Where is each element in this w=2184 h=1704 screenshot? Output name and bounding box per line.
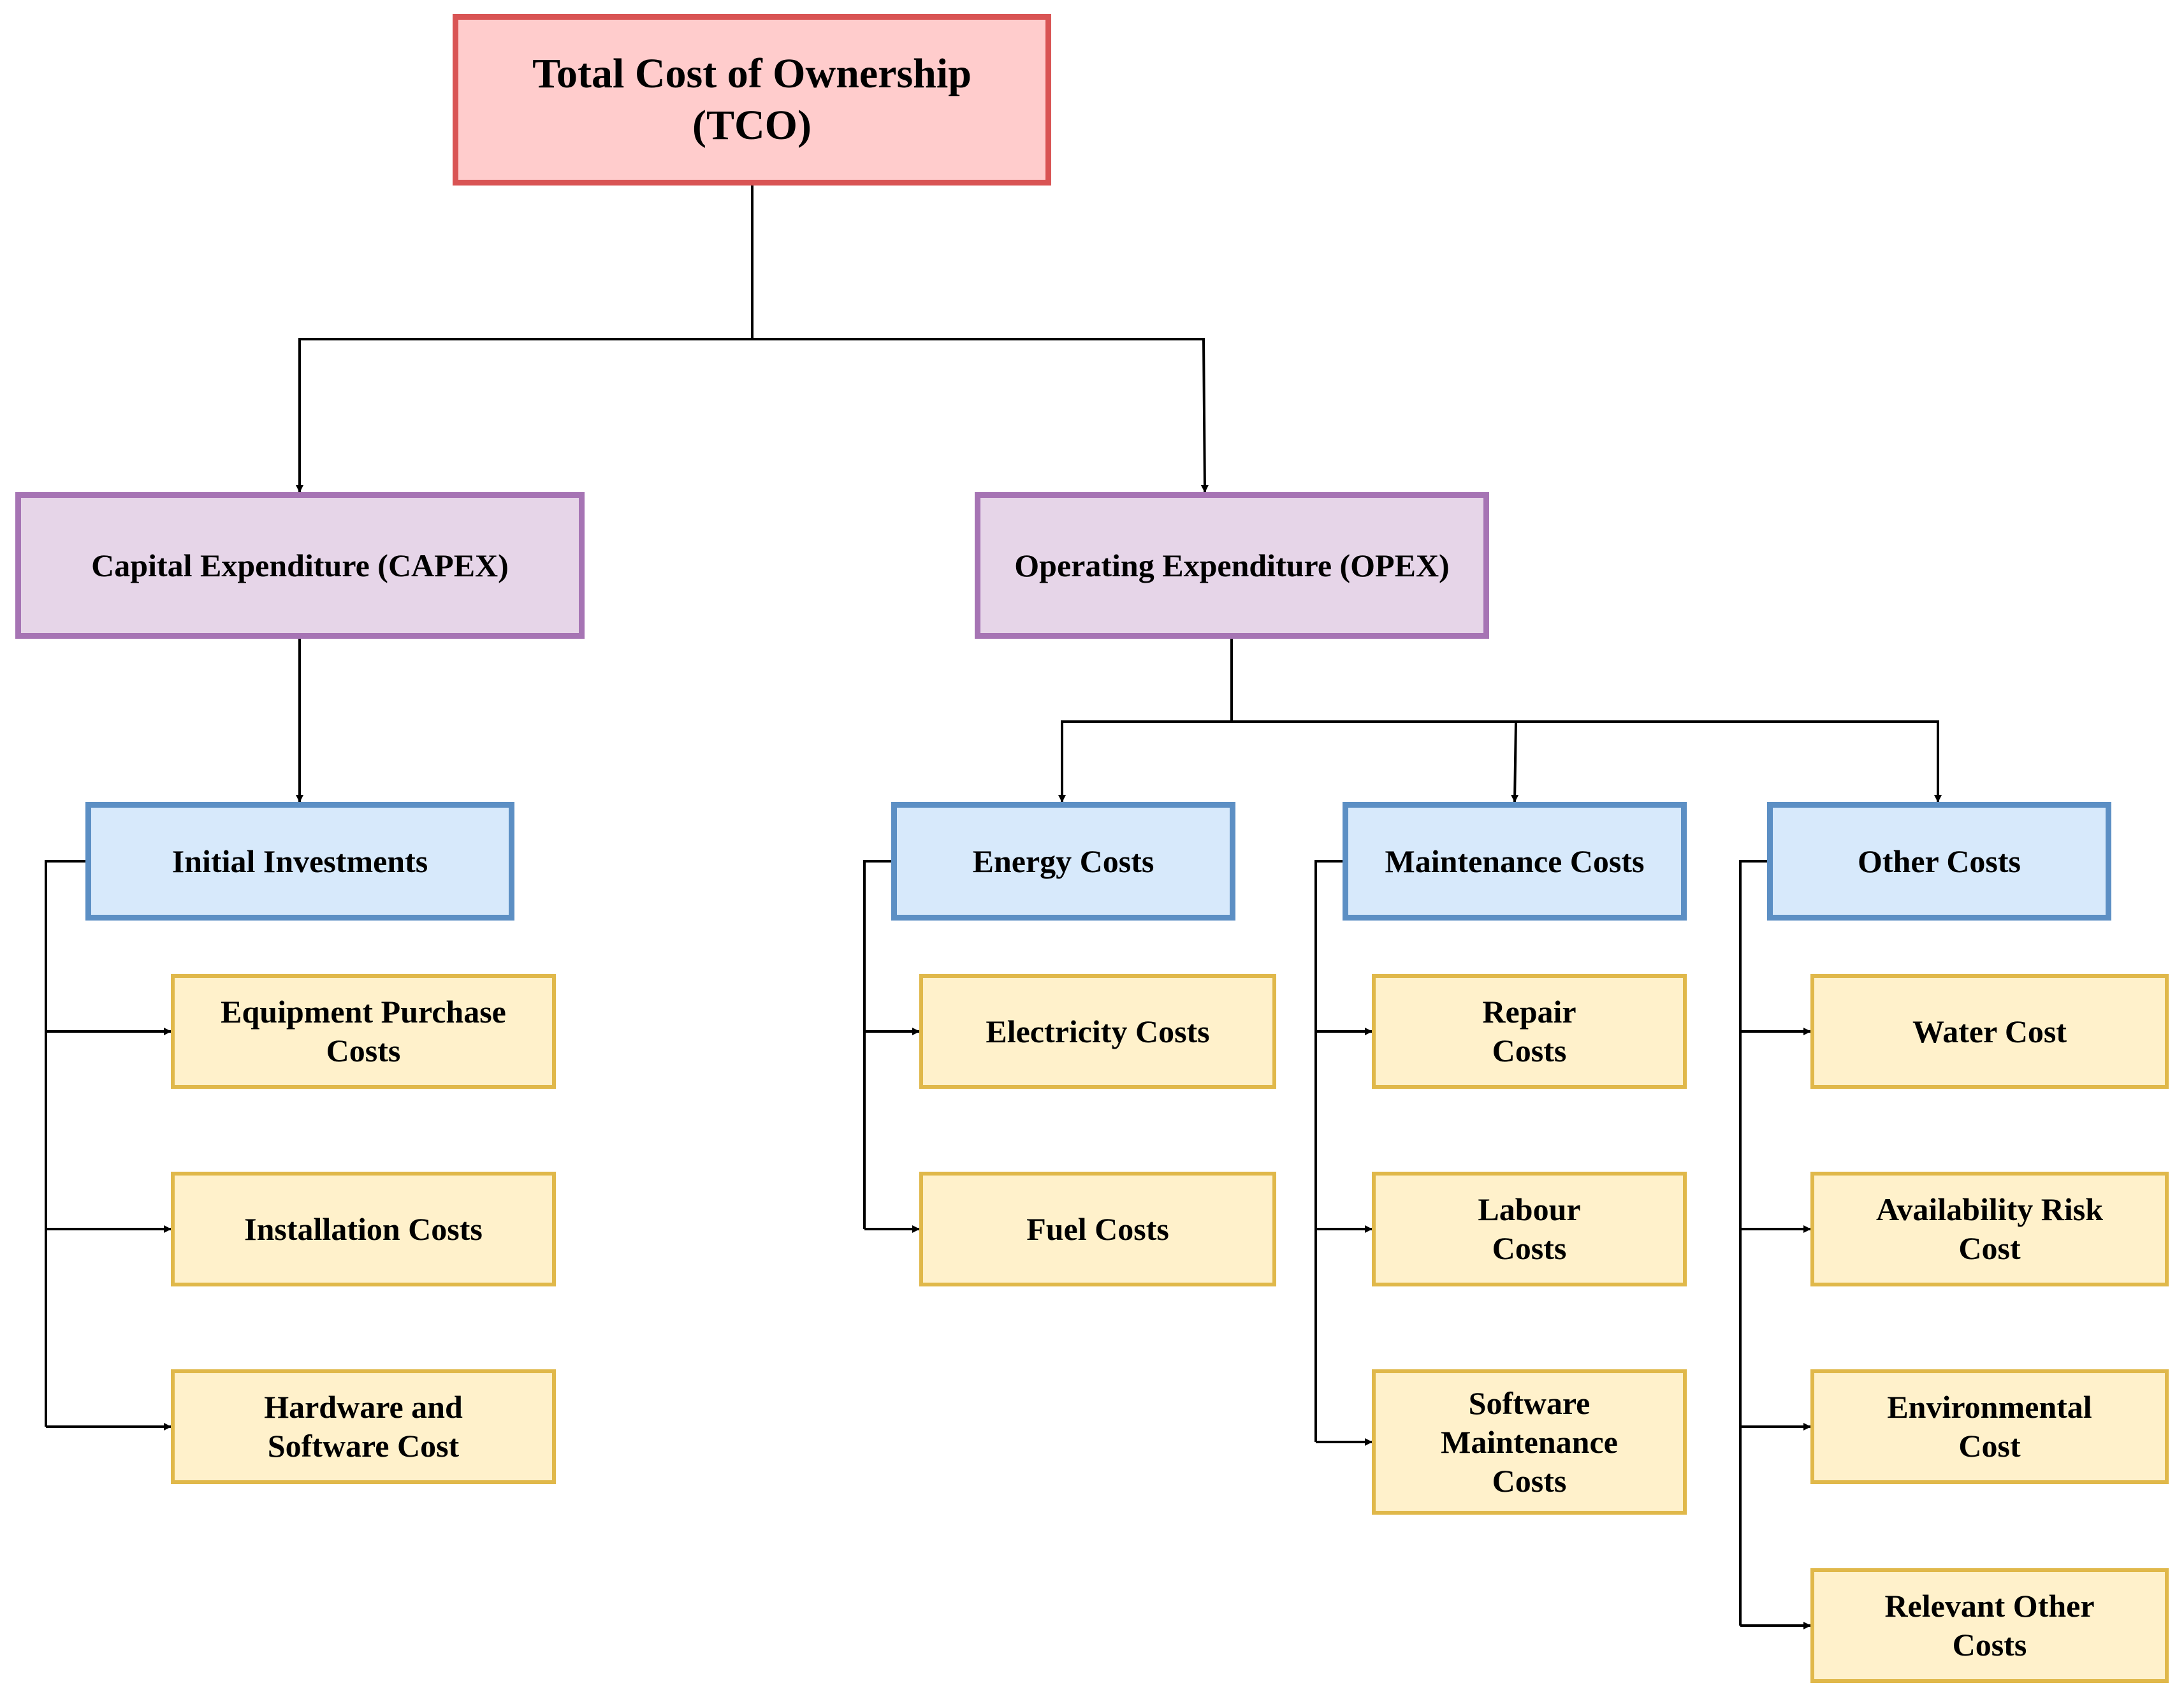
labour-costs-box: Labour Costs — [1372, 1172, 1687, 1286]
repair-costs-label: Repair Costs — [1482, 994, 1576, 1068]
availability-risk-cost-box: Availability Risk Cost — [1810, 1172, 2169, 1286]
initial-investments-box: Initial Investments — [85, 802, 514, 921]
other-costs-label: Other Costs — [1857, 843, 2021, 879]
connector-opex-to-energy — [1058, 720, 1232, 803]
energy-costs-label: Energy Costs — [972, 843, 1154, 879]
relevant-other-costs-box: Relevant Other Costs — [1810, 1568, 2169, 1683]
connector-energy-spine — [863, 860, 891, 1229]
installation-costs-label: Installation Costs — [244, 1211, 483, 1247]
connector-opex-to-other — [1516, 720, 1942, 803]
other-costs-box: Other Costs — [1767, 802, 2111, 921]
connector-initial-spine — [45, 860, 85, 1427]
energy-costs-box: Energy Costs — [891, 802, 1235, 921]
tco-root-box: Total Cost of Ownership (TCO) — [453, 14, 1051, 186]
maintenance-costs-label: Maintenance Costs — [1385, 843, 1645, 879]
hardware-software-cost-label: Hardware and Software Cost — [264, 1389, 463, 1464]
maintenance-costs-box: Maintenance Costs — [1343, 802, 1687, 921]
repair-costs-box: Repair Costs — [1372, 974, 1687, 1089]
opex-label: Operating Expenditure (OPEX) — [1014, 547, 1450, 583]
connector-opex-to-maintenance — [1232, 720, 1519, 803]
labour-costs-label: Labour Costs — [1478, 1191, 1581, 1266]
capex-label: Capital Expenditure (CAPEX) — [91, 547, 509, 583]
availability-risk-cost-label: Availability Risk Cost — [1875, 1191, 2104, 1266]
equipment-purchase-costs-label: Equipment Purchase Costs — [221, 994, 506, 1068]
environmental-cost-box: Environmental Cost — [1810, 1369, 2169, 1484]
fuel-costs-box: Fuel Costs — [919, 1172, 1276, 1286]
initial-investments-label: Initial Investments — [171, 843, 428, 879]
connector-other-spine — [1739, 860, 1767, 1626]
capex-box: Capital Expenditure (CAPEX) — [15, 492, 585, 639]
environmental-cost-label: Environmental Cost — [1887, 1389, 2092, 1464]
connector-maintenance-spine — [1314, 860, 1343, 1442]
electricity-costs-label: Electricity Costs — [986, 1013, 1210, 1049]
fuel-costs-label: Fuel Costs — [1026, 1211, 1169, 1247]
installation-costs-box: Installation Costs — [171, 1172, 556, 1286]
tco-root-label: Total Cost of Ownership (TCO) — [532, 50, 972, 149]
equipment-purchase-costs-box: Equipment Purchase Costs — [171, 974, 556, 1089]
connector-root-to-capex — [296, 338, 752, 493]
connector-root-to-opex — [752, 338, 1209, 493]
electricity-costs-box: Electricity Costs — [919, 974, 1276, 1089]
hardware-software-cost-box: Hardware and Software Cost — [171, 1369, 556, 1484]
water-cost-box: Water Cost — [1810, 974, 2169, 1089]
water-cost-label: Water Cost — [1912, 1013, 2067, 1049]
opex-box: Operating Expenditure (OPEX) — [975, 492, 1489, 639]
software-maintenance-costs-box: Software Maintenance Costs — [1372, 1369, 1687, 1515]
relevant-other-costs-label: Relevant Other Costs — [1884, 1588, 2095, 1663]
software-maintenance-costs-label: Software Maintenance Costs — [1441, 1385, 1618, 1499]
